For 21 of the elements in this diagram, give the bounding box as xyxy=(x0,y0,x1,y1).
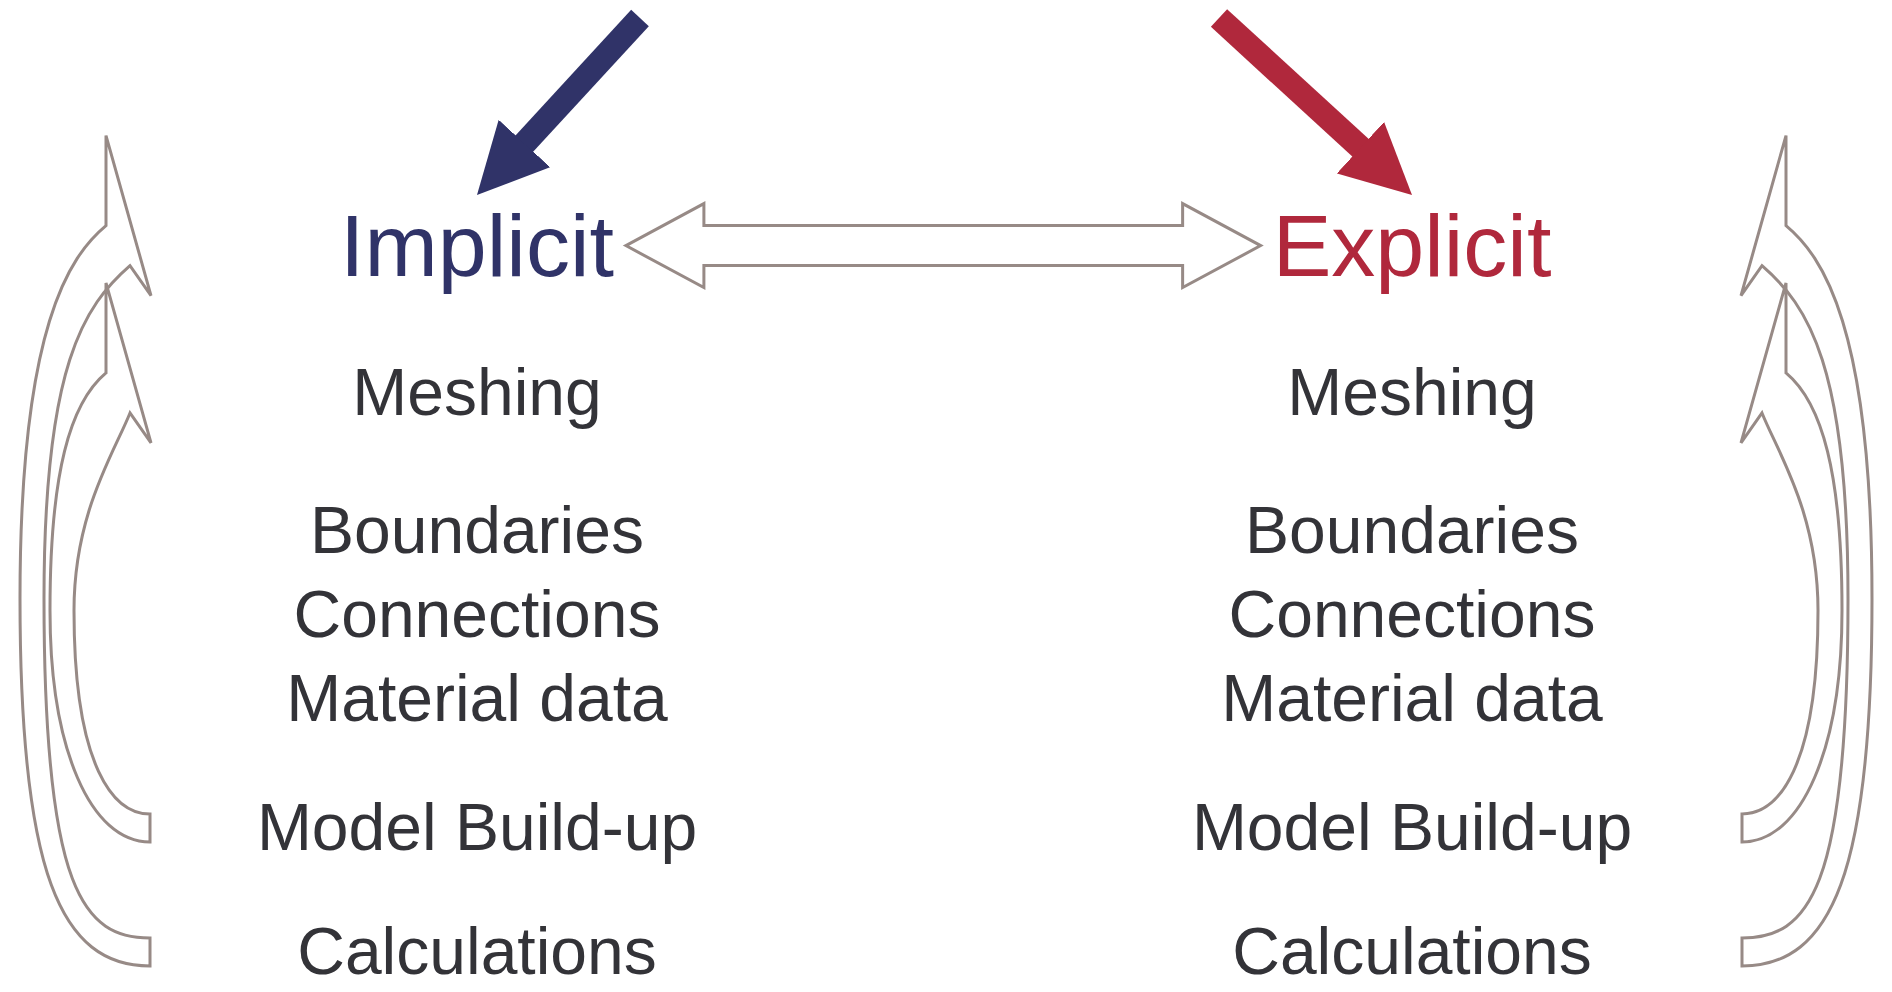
step-label: Material data xyxy=(1221,660,1603,737)
step-label: Boundaries xyxy=(309,492,645,569)
step-label: Meshing xyxy=(1287,355,1537,431)
step-label: Material data xyxy=(286,660,668,737)
step-label: Boundaries xyxy=(1244,492,1580,569)
step-label: Calculations xyxy=(297,914,657,990)
double-arrow xyxy=(622,201,1264,291)
loop-arrow xyxy=(1739,134,1874,968)
loop-arrow xyxy=(1739,281,1844,844)
step-label: Model Build-up xyxy=(256,790,698,866)
loop-arrow xyxy=(48,281,153,844)
method-heading: Implicit xyxy=(340,195,614,297)
step-label: Connections xyxy=(1227,576,1597,653)
step-label: Connections xyxy=(292,576,662,653)
arrow xyxy=(1210,9,1412,195)
loop-arrow xyxy=(18,134,153,968)
method-heading: Explicit xyxy=(1272,195,1552,297)
step-label: Model Build-up xyxy=(1191,790,1633,866)
step-label: Calculations xyxy=(1232,914,1592,990)
step-label: Meshing xyxy=(352,355,602,431)
arrow xyxy=(477,9,649,195)
